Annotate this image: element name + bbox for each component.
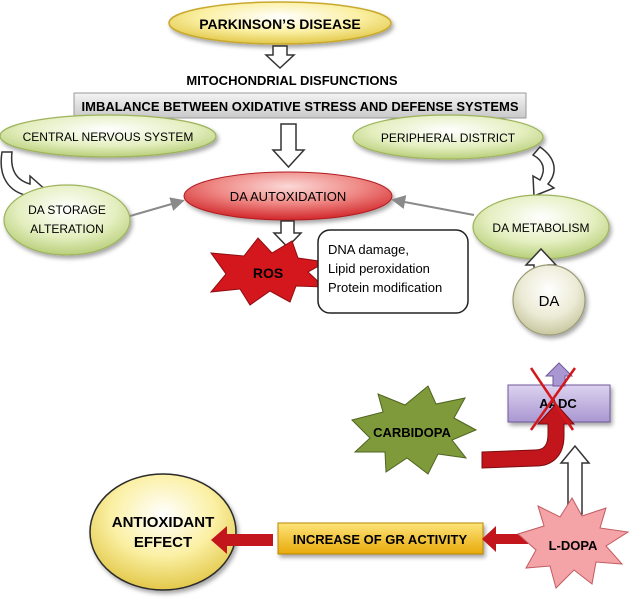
red-arrow-to-antioxidant: [211, 526, 273, 554]
l-dopa-label: L-DOPA: [549, 538, 598, 553]
grey-arrow-from-da-storage: [129, 197, 185, 217]
da-metabolism-label: DA METABOLISM: [492, 221, 589, 235]
gr-activity-label: INCREASE OF GR ACTIVITY: [293, 532, 468, 547]
antioxidant-label-line1: ANTIOXIDANT: [112, 514, 215, 531]
damage-line1: DNA damage,: [328, 242, 409, 257]
damage-line2: Lipid peroxidation: [328, 261, 430, 276]
imbalance-banner: [73, 92, 527, 119]
hollow-down-arrow: [271, 123, 306, 169]
hollow-down-arrow: [272, 220, 303, 249]
damage-line3: Protein modification: [328, 280, 442, 295]
da-storage-label-line1: DA STORAGE: [28, 203, 106, 217]
l-dopa-star: [517, 497, 630, 589]
damage-box: [317, 229, 469, 314]
hollow-up-arrow: [559, 444, 591, 515]
carbidopa-star: [351, 385, 478, 475]
parkinsons-disease-oval: [168, 1, 392, 45]
ros-label: ROS: [253, 265, 283, 281]
da-circle: [512, 264, 586, 336]
carbidopa-inhibition-arrow: [481, 403, 576, 469]
parkinsons-disease-label: PARKINSON’S DISEASE: [199, 16, 361, 32]
gr-activity-box: [277, 522, 484, 555]
peripheral-district-oval: [352, 114, 544, 160]
da-autoxidation-label: DA AUTOXIDATION: [230, 189, 347, 204]
da-storage-alteration-oval: [3, 184, 131, 256]
red-arrow-to-gr: [482, 526, 528, 552]
aadc-up-arrow: [544, 362, 574, 387]
cross-line-2: [529, 367, 577, 431]
curved-hollow-arrow-right: [531, 146, 556, 198]
peripheral-district-label: PERIPHERAL DISTRICT: [381, 131, 516, 145]
da-storage-label-line2: ALTERATION: [30, 222, 104, 236]
antioxidant-label-line2: EFFECT: [134, 534, 192, 551]
antioxidant-effect-oval: [89, 473, 237, 591]
mitochondrial-disfunctions-label: MITOCHONDRIAL DISFUNCTIONS: [186, 73, 397, 88]
central-nervous-system-oval: [0, 114, 217, 158]
grey-arrow-from-da-metabolism: [391, 195, 475, 216]
carbidopa-label: CARBIDOPA: [373, 425, 451, 440]
hollow-down-arrow: [264, 45, 296, 70]
imbalance-label: IMBALANCE BETWEEN OXIDATIVE STRESS AND D…: [82, 99, 519, 114]
da-label: DA: [539, 293, 560, 310]
central-nervous-system-label: CENTRAL NERVOUS SYSTEM: [23, 130, 194, 144]
aadc-label: AADC: [539, 396, 577, 411]
